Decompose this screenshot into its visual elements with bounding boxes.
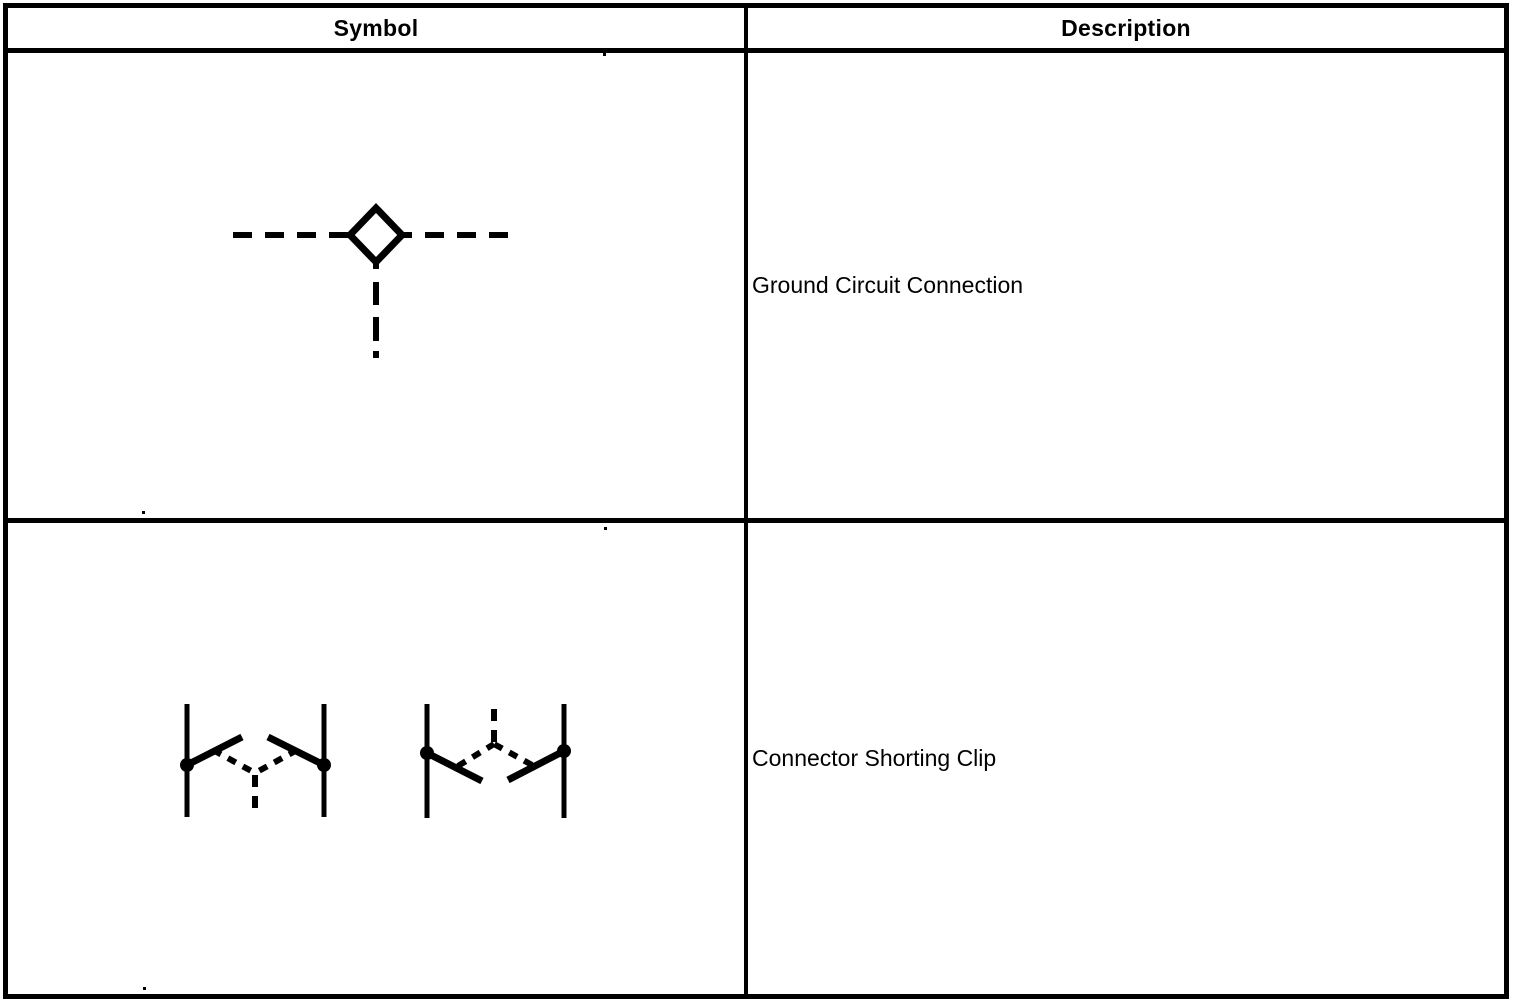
dashed-short-link	[456, 741, 496, 769]
column-header-symbol: Symbol	[333, 14, 419, 41]
table-row-1-symbol-cell	[8, 53, 744, 518]
table-row-2-description: Connector Shorting Clip	[748, 523, 1504, 994]
header-row-divider	[8, 48, 1504, 53]
scan-speck	[603, 53, 606, 56]
column-divider	[744, 8, 748, 994]
dashed-short-link	[253, 747, 299, 776]
clip-arm	[506, 747, 566, 784]
connector-shorting-clip-symbol	[180, 704, 571, 818]
table-row-2-symbol-cell	[8, 523, 744, 994]
symbol-legend-table: Symbol Description Ground Circuit Connec…	[3, 3, 1509, 999]
scan-speck	[604, 527, 607, 530]
dashed-short-link	[492, 741, 534, 768]
clip-arm	[425, 749, 484, 785]
dashed-short-link	[211, 747, 257, 776]
row-divider	[8, 518, 1504, 523]
table-row-1-description: Ground Circuit Connection	[748, 53, 1504, 518]
shorting-clip-right-variant	[420, 704, 571, 818]
ground-circuit-connection-symbol	[233, 202, 517, 365]
scan-speck	[142, 511, 145, 514]
shorting-clip-left-variant	[180, 704, 331, 817]
scan-speck	[143, 987, 146, 990]
diamond-junction-icon	[345, 202, 407, 268]
column-header-description: Description	[1061, 14, 1191, 41]
